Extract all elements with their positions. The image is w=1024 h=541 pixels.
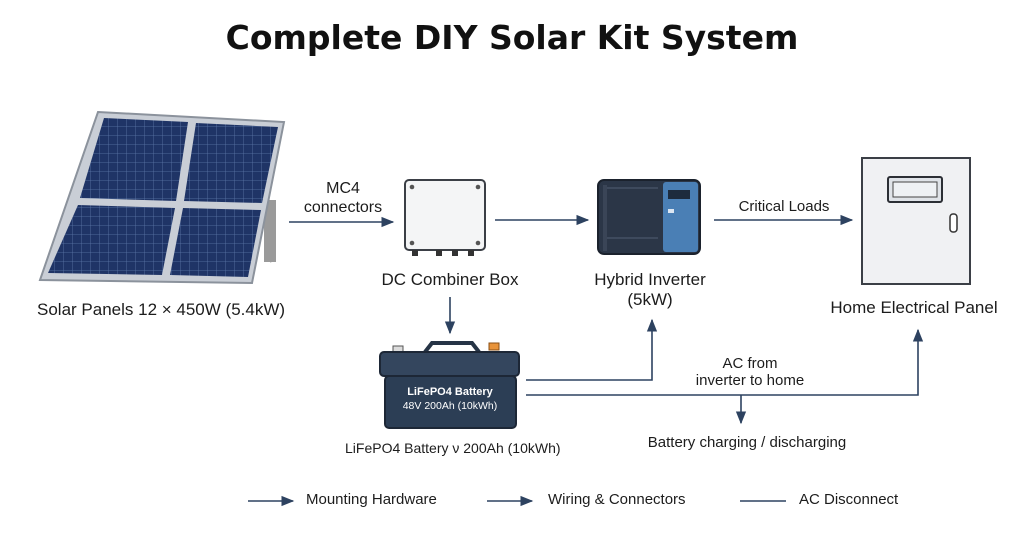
battery-face-line2: 48V 200Ah (10kWh)	[403, 400, 498, 412]
legend-wiring-connectors: Wiring & Connectors	[548, 491, 686, 508]
battery-label: LiFePO4 Battery ν 200Ah (10kWh)	[345, 440, 561, 456]
battery-to-inverter-arrow	[526, 318, 658, 381]
mc4-label-line1: MC4	[326, 180, 360, 197]
diagram-title: Complete DIY Solar Kit System	[225, 18, 799, 57]
legend-mounting-hardware: Mounting Hardware	[306, 491, 437, 508]
hybrid-inverter-icon	[597, 179, 701, 255]
ac-label-line1: AC from	[722, 355, 778, 372]
solar-panels-label: Solar Panels 12 × 450W (5.4kW)	[37, 300, 286, 319]
inverter-label-line2: (5kW)	[627, 290, 673, 309]
inverter-label-line1: Hybrid Inverter	[594, 270, 706, 289]
home-panel-icon	[861, 157, 971, 285]
legend-ac-disconnect: AC Disconnect	[799, 491, 899, 508]
solar-panels-icon	[38, 110, 286, 285]
battery-to-home-arrow	[526, 328, 924, 396]
battery-charging-label: Battery charging / discharging	[647, 434, 847, 451]
mc4-label-line2: connectors	[303, 199, 383, 216]
combiner-label: DC Combiner Box	[381, 270, 519, 289]
ac-label-line2: inverter to home	[695, 372, 805, 389]
battery-icon	[379, 341, 520, 429]
critical-loads-label: Critical Loads	[738, 198, 830, 215]
battery-face-line1: LiFePO4 Battery	[407, 386, 493, 398]
home-panel-label: Home Electrical Panel	[830, 298, 998, 317]
combiner-box-icon	[404, 179, 486, 256]
